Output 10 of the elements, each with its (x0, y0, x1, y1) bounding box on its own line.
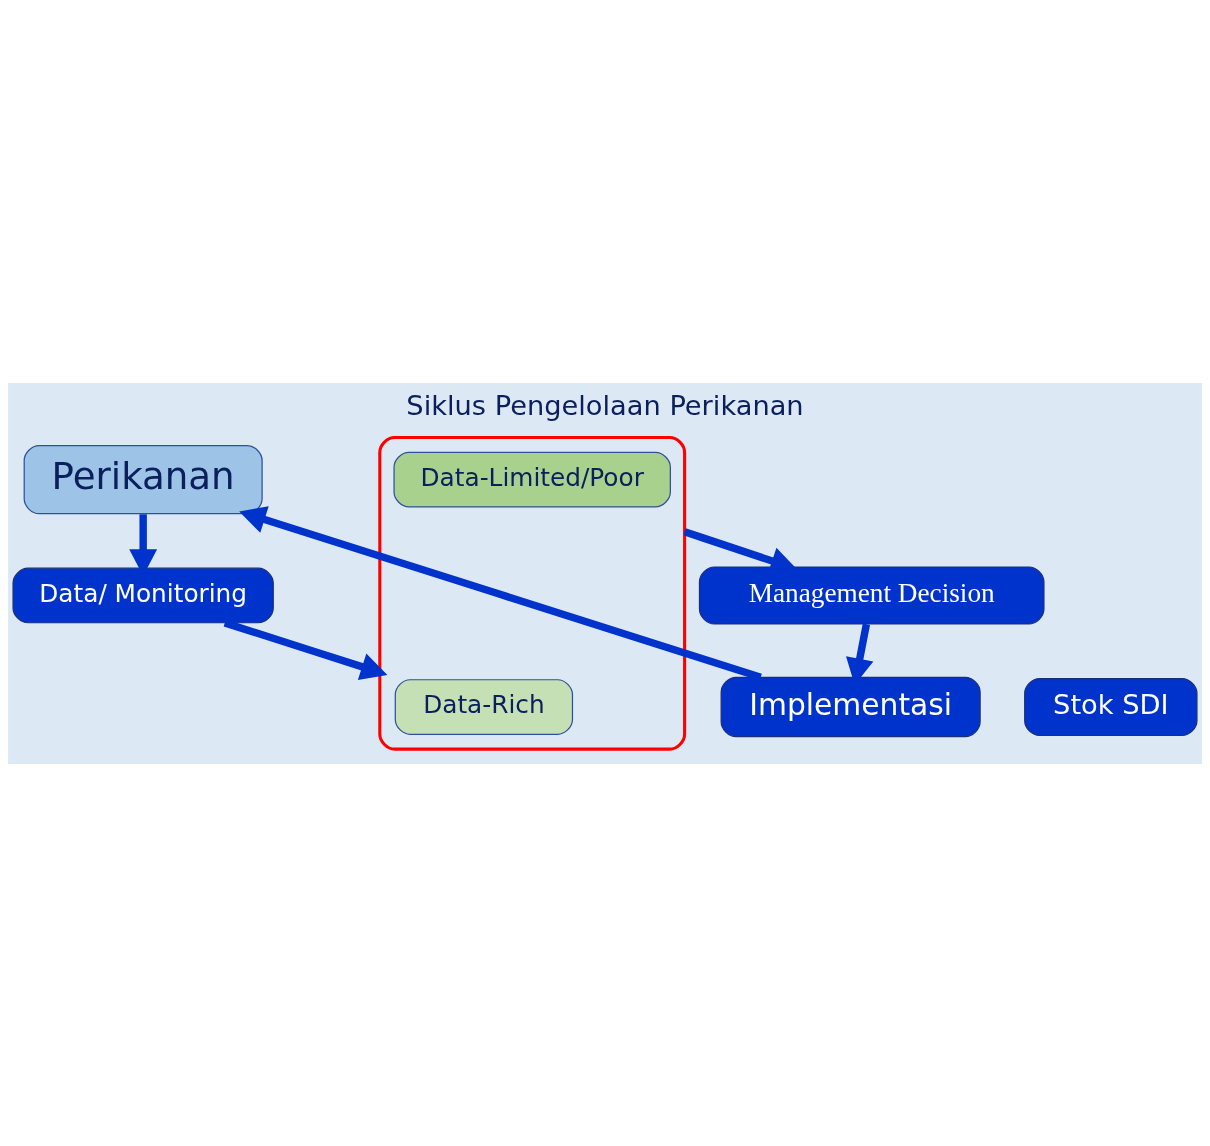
diagram-title: Siklus Pengelolaan Perikanan (406, 389, 804, 421)
node-box: Implementasi (720, 676, 981, 737)
node-box: Management Decision (698, 565, 1045, 625)
node-box: Data/ Monitoring (12, 567, 274, 623)
node-box: Stok SDI (1024, 677, 1198, 736)
node-box: Data-Limited/Poor (393, 451, 671, 507)
arrow (239, 505, 762, 681)
node-box: Perikanan (23, 444, 263, 514)
node-box: Data-Rich (394, 678, 574, 735)
cluster (378, 435, 687, 751)
